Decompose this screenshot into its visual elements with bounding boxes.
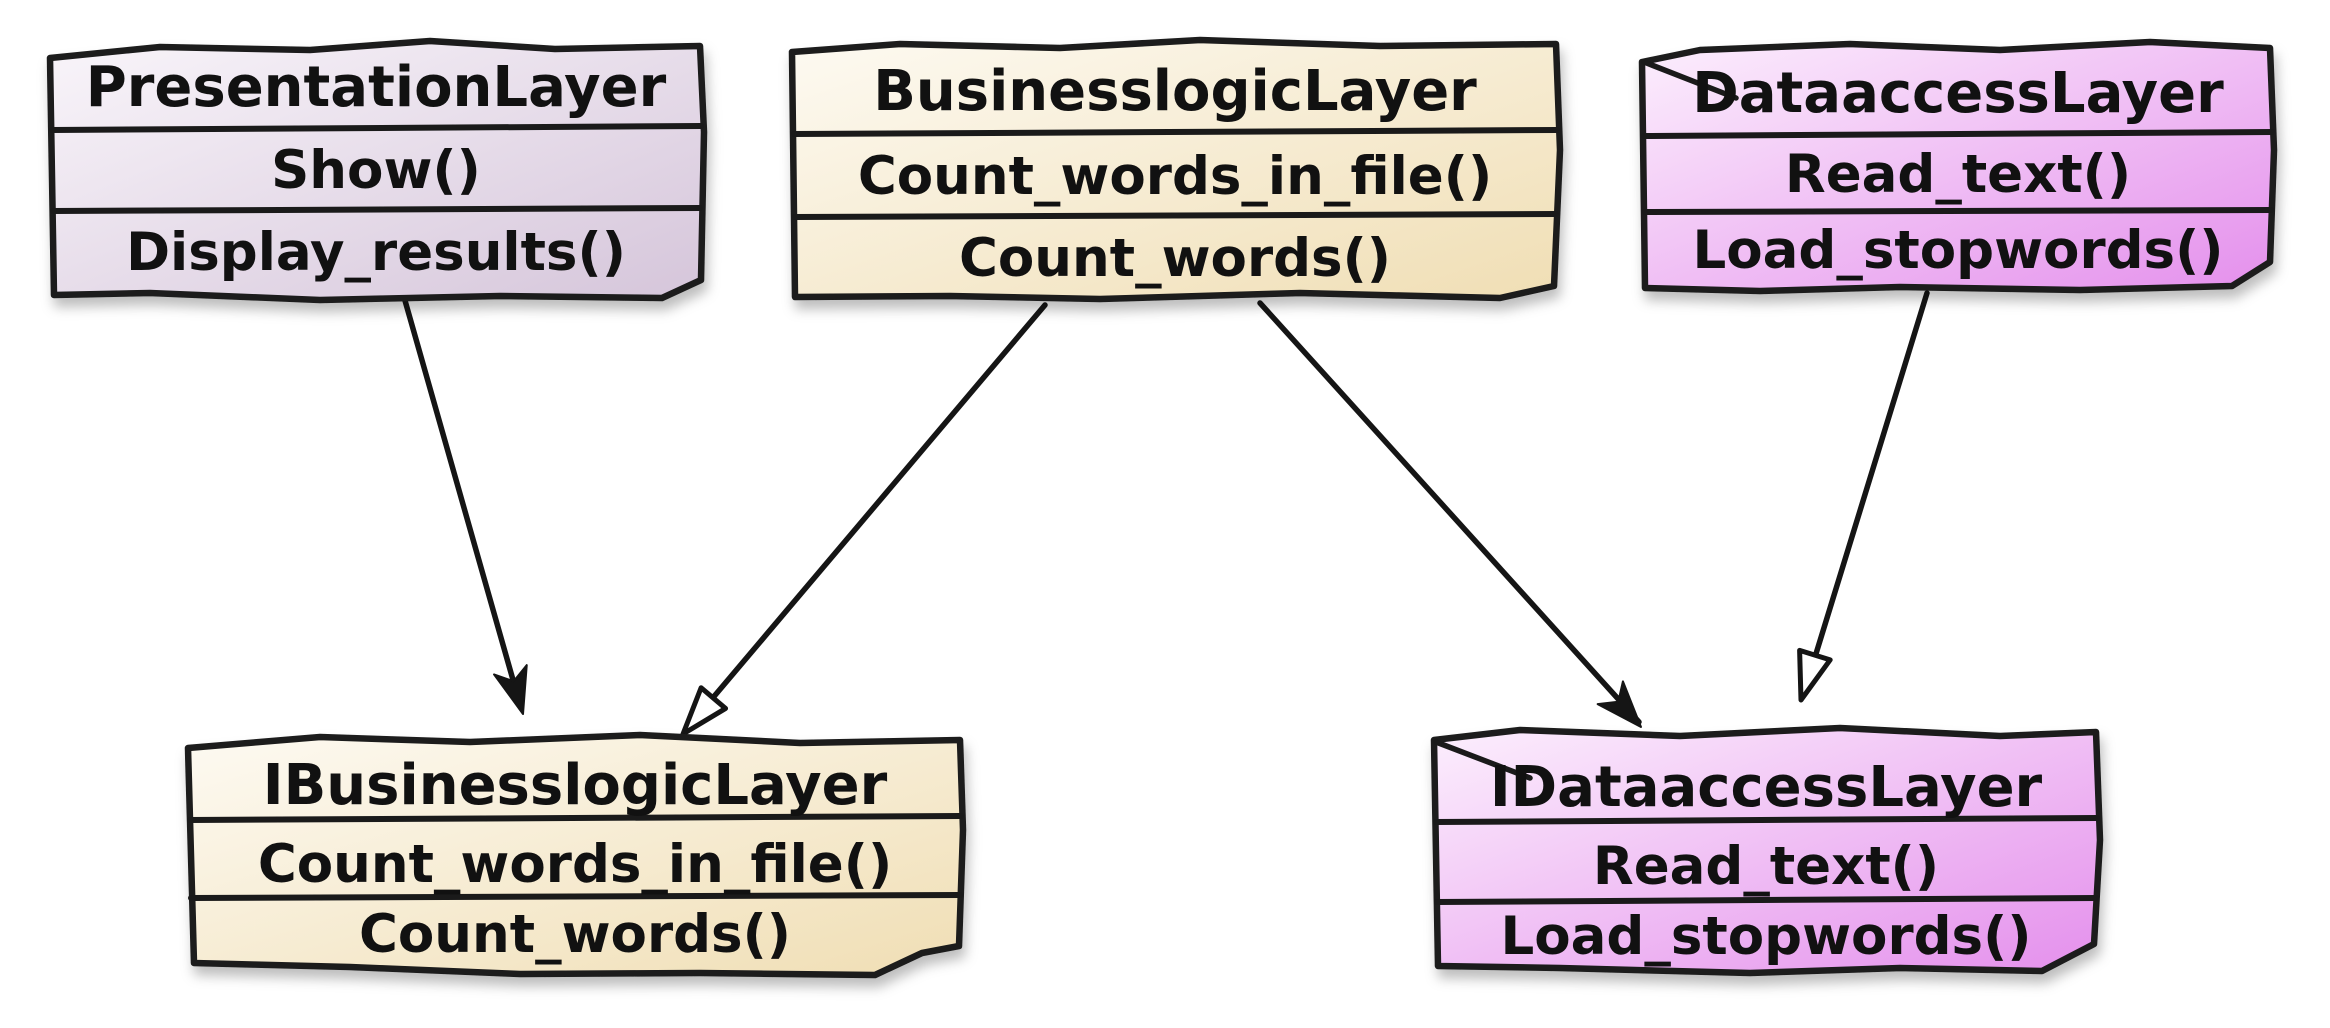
class-name: IDataaccessLayer <box>1490 755 2043 820</box>
relationship-line <box>1257 300 1642 725</box>
class-box-shape <box>1430 724 2104 977</box>
hollow-arrowhead-icon <box>680 685 729 737</box>
class-box-divider <box>188 892 963 901</box>
relationship-businesslogic-to-ibusinesslogic <box>680 302 1048 737</box>
relationship-presentation-to-ibusinesslogic <box>399 287 528 715</box>
fold-corner-line <box>1433 739 1533 781</box>
class-box-divider <box>792 211 1559 220</box>
class-method: Show() <box>271 140 481 201</box>
class-box-divider <box>1434 895 2099 905</box>
hollow-arrowhead-icon <box>1797 647 1833 703</box>
class-box-shape <box>1638 38 2278 295</box>
filled-arrowhead-icon <box>1596 680 1642 728</box>
relationship-line <box>399 287 524 711</box>
class-box-dataaccess-layer: DataaccessLayer Read_text() Load_stopwor… <box>1638 38 2278 295</box>
class-box-divider <box>50 205 703 214</box>
class-name: PresentationLayer <box>86 55 667 120</box>
class-method: Load_stopwords() <box>1500 906 2031 967</box>
class-name: DataaccessLayer <box>1692 61 2224 126</box>
relationship-dataaccess-to-idataaccess <box>1797 290 1930 703</box>
class-box-shape <box>184 731 967 979</box>
class-box-divider <box>1641 129 2275 139</box>
class-name: IBusinesslogicLayer <box>263 753 888 818</box>
class-box-divider <box>187 813 964 823</box>
class-box-shape <box>788 36 1564 303</box>
class-box-divider <box>49 123 704 133</box>
relationship-businesslogic-to-idataaccess <box>1257 300 1642 728</box>
filled-arrowhead-icon <box>493 664 528 715</box>
class-box-shape <box>46 37 708 304</box>
class-method: Count_words() <box>959 228 1391 289</box>
fold-corner-line <box>1641 59 1739 101</box>
class-method: Count_words_in_file() <box>858 146 1492 207</box>
class-method: Load_stopwords() <box>1692 220 2223 281</box>
class-box-divider <box>1433 815 2100 825</box>
class-name: BusinesslogicLayer <box>873 59 1477 124</box>
class-box-businesslogic-layer: BusinesslogicLayer Count_words_in_file()… <box>788 36 1564 303</box>
class-box-divider <box>791 127 1560 137</box>
relationship-line <box>708 302 1048 703</box>
class-box-presentation-layer: PresentationLayer Show() Display_results… <box>46 37 708 304</box>
class-box-idataaccess-layer: IDataaccessLayer Read_text() Load_stopwo… <box>1430 724 2104 977</box>
class-method: Count_words() <box>359 904 791 965</box>
class-method: Count_words_in_file() <box>258 834 892 895</box>
class-box-ibusinesslogic-layer: IBusinesslogicLayer Count_words_in_file(… <box>184 731 967 979</box>
class-method: Read_text() <box>1785 144 2131 205</box>
relationship-line <box>1812 290 1930 660</box>
class-method: Read_text() <box>1593 836 1939 897</box>
class-method: Display_results() <box>126 222 626 283</box>
class-box-divider <box>1642 207 2274 215</box>
